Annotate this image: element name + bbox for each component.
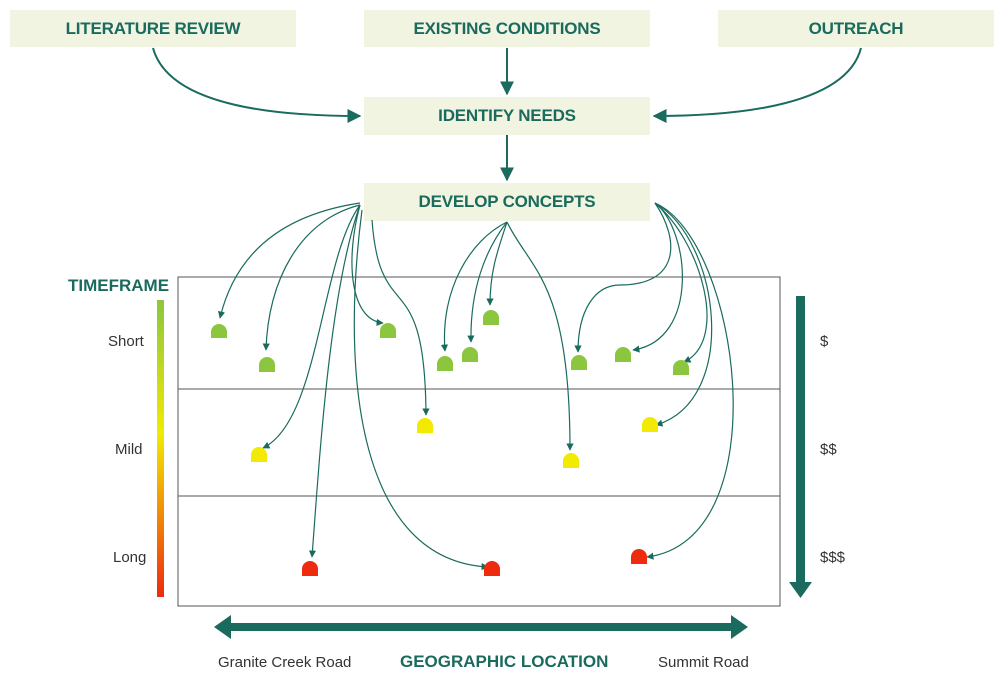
location-arrow-left-head (214, 615, 231, 639)
concept-marker-mild-4 (642, 417, 658, 432)
identify-needs-box: IDENTIFY NEEDS (364, 97, 650, 135)
location-left-label: Granite Creek Road (218, 654, 352, 671)
location-title: GEOGRAPHIC LOCATION (400, 652, 609, 671)
concept-markers (211, 310, 689, 576)
concept-marker-short-5 (462, 347, 478, 362)
timeframe-title: TIMEFRAME (68, 276, 170, 295)
concept-link-8 (440, 221, 508, 352)
concept-marker-short-8 (615, 347, 631, 362)
concept-marker-short-4 (437, 356, 453, 371)
concept-link-11 (506, 221, 574, 451)
concept-link-4 (308, 204, 361, 558)
concept-marker-short-2 (259, 357, 275, 372)
concept-link-1 (218, 202, 361, 319)
concept-marker-long-1 (302, 561, 318, 576)
existing-conditions-box: EXISTING CONDITIONS (364, 10, 650, 47)
cost-mid-label: $$ (820, 441, 837, 458)
concept-marker-short-9 (673, 360, 689, 375)
arrow-literature-to-needs (152, 47, 362, 123)
concept-link-16 (646, 202, 734, 560)
concept-link-3 (262, 204, 361, 449)
develop-concepts-box: DEVELOP CONCEPTS (364, 183, 650, 221)
concept-link-6 (353, 209, 489, 571)
concept-marker-short-3 (380, 323, 396, 338)
location-arrow-shaft (228, 623, 734, 631)
cost-arrow-shaft (796, 296, 805, 584)
cost-high-label: $$$ (820, 549, 846, 566)
develop-concepts-label: DEVELOP CONCEPTS (418, 192, 596, 211)
concept-link-10 (486, 221, 508, 306)
literature-review-label: LITERATURE REVIEW (65, 18, 241, 38)
literature-review-box: LITERATURE REVIEW (10, 10, 296, 47)
concept-marker-long-3 (631, 549, 647, 564)
concept-link-2 (262, 204, 361, 351)
outreach-box: OUTREACH (718, 10, 994, 47)
concept-marker-mild-3 (563, 453, 579, 468)
concept-marker-short-7 (571, 355, 587, 370)
concept-link-9 (467, 221, 508, 343)
identify-needs-label: IDENTIFY NEEDS (438, 106, 576, 125)
location-arrow-right-head (731, 615, 748, 639)
concept-marker-short-1 (211, 324, 227, 338)
concept-link-7 (371, 219, 430, 416)
arrow-outreach-to-needs (652, 47, 862, 123)
timeframe-gradient-bar (157, 300, 164, 597)
concept-link-12 (574, 202, 672, 353)
cost-arrow-head (789, 582, 812, 598)
location-right-label: Summit Road (658, 654, 749, 671)
timeframe-mild-label: Mild (115, 441, 143, 458)
concept-link-14 (654, 202, 708, 363)
concept-marker-mild-2 (417, 418, 433, 433)
existing-conditions-label: EXISTING CONDITIONS (413, 18, 601, 38)
outreach-label: OUTREACH (808, 18, 904, 38)
concept-marker-short-6 (483, 310, 499, 325)
cost-low-label: $ (820, 333, 829, 350)
concept-marker-mild-1 (251, 447, 267, 462)
timeframe-short-label: Short (108, 333, 144, 350)
concept-marker-long-2 (484, 561, 500, 576)
timeframe-long-label: Long (113, 549, 147, 566)
concept-link-13 (632, 202, 683, 353)
concept-link-15 (654, 202, 713, 427)
concept-link-5 (351, 204, 384, 326)
